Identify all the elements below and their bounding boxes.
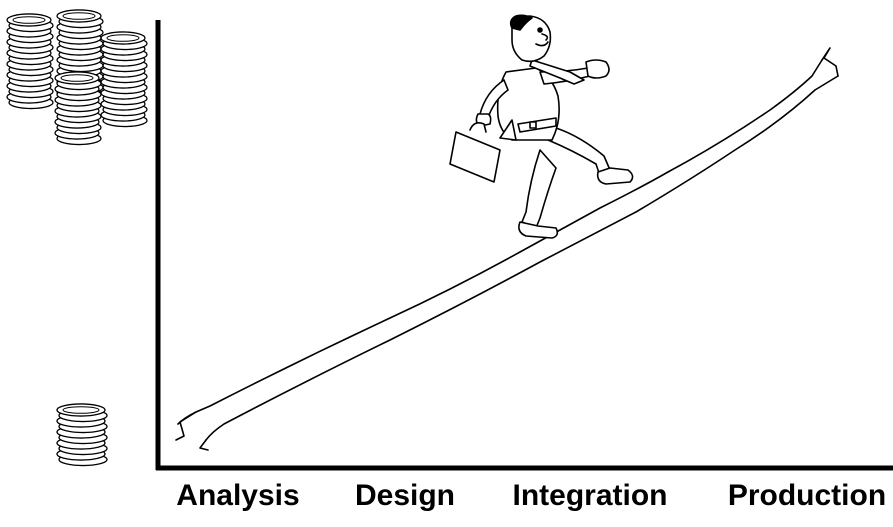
stage-label-integration: Integration — [512, 479, 668, 512]
coin-stack — [54, 71, 102, 146]
coin-stack — [100, 31, 148, 128]
coin-stack — [56, 403, 108, 467]
stage-label-design: Design — [354, 479, 456, 512]
businessman-climbing-icon — [449, 14, 634, 239]
coin-stack-small-icon — [56, 403, 108, 467]
stage-label-analysis: Analysis — [176, 479, 300, 512]
axes — [155, 20, 893, 471]
coin-stacks-large-icon — [6, 9, 148, 146]
rising-path-icon — [175, 47, 839, 451]
stage-label-production: Production — [727, 479, 887, 512]
coin-stack — [6, 13, 54, 110]
